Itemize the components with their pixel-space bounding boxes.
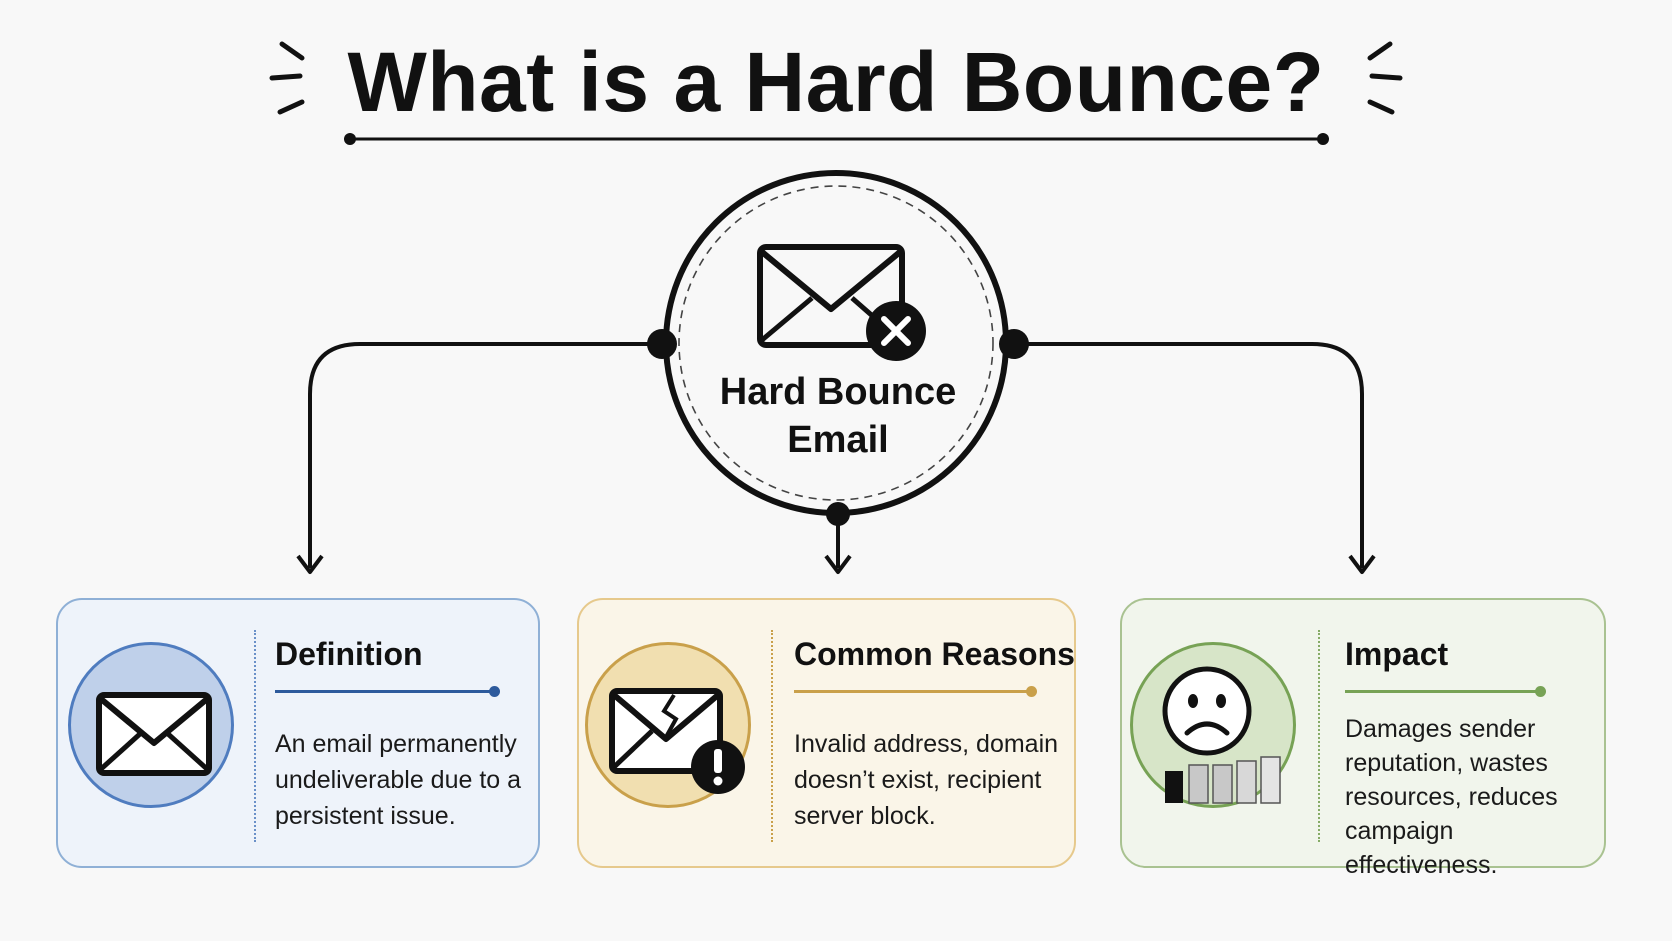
definition-rule bbox=[275, 686, 500, 697]
definition-divider bbox=[254, 630, 256, 842]
broken-envelope-alert-icon bbox=[609, 688, 745, 794]
reasons-text: Invalid address, domain doesn’t exist, r… bbox=[794, 730, 1059, 830]
page-title: What is a Hard Bounce? bbox=[347, 35, 1325, 129]
central-label-line-2: Email bbox=[787, 419, 889, 461]
definition-text: An email permanently undeliverable due t… bbox=[275, 730, 522, 830]
central-node-label: Hard Bounce Email bbox=[688, 368, 988, 464]
impact-title: Impact bbox=[1345, 636, 1449, 672]
connector-left bbox=[296, 342, 662, 574]
envelope-x-icon bbox=[757, 244, 926, 361]
title-underline bbox=[344, 133, 1329, 145]
definition-card: Definition An email permanently undelive… bbox=[56, 598, 540, 868]
node-dot-left bbox=[647, 329, 677, 359]
sparkle-left-icon bbox=[269, 41, 305, 115]
reasons-rule bbox=[794, 686, 1037, 697]
impact-text: Damages sender reputation, wastes resour… bbox=[1345, 715, 1558, 879]
envelope-icon bbox=[96, 692, 212, 776]
reasons-card: Common Reasons Invalid address, domain d… bbox=[577, 598, 1076, 868]
connector-right bbox=[1014, 342, 1376, 574]
sad-face-declining-bars-icon bbox=[1162, 666, 1281, 804]
definition-badge bbox=[68, 642, 234, 808]
reasons-divider bbox=[771, 630, 773, 842]
sparkle-right-icon bbox=[1367, 41, 1403, 115]
node-dot-right bbox=[999, 329, 1029, 359]
central-label-line-1: Hard Bounce bbox=[719, 371, 957, 413]
reasons-badge bbox=[585, 642, 751, 808]
impact-divider bbox=[1318, 630, 1320, 842]
definition-title: Definition bbox=[275, 636, 423, 672]
node-dot-bottom bbox=[826, 502, 850, 526]
impact-badge bbox=[1130, 642, 1296, 808]
reasons-title: Common Reasons bbox=[794, 636, 1075, 672]
impact-card: Impact Damages sender reputation, wastes… bbox=[1120, 598, 1606, 879]
impact-rule bbox=[1345, 686, 1546, 697]
